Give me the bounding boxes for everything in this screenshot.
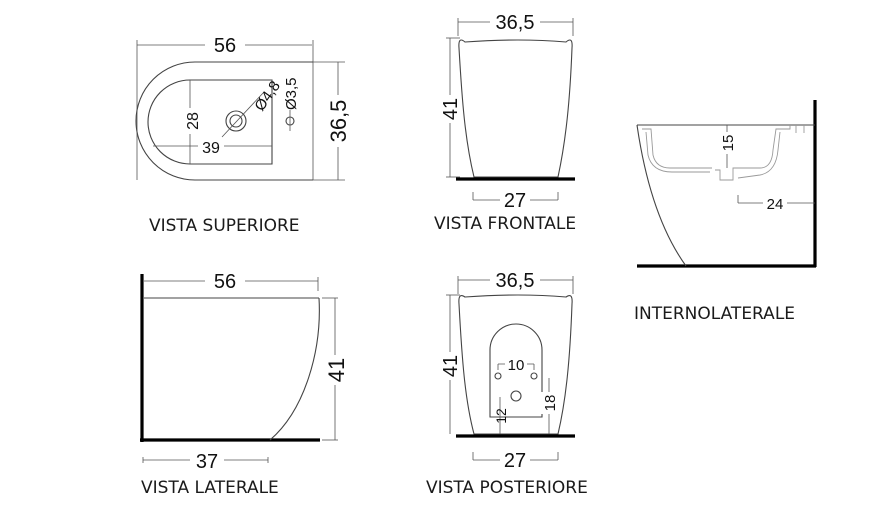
caption-vista-laterale: VISTA LATERALE [141,478,279,498]
dim-bowl-depth-internal: 15 [720,135,737,152]
dim-drain-height: 12 [493,408,509,424]
front-silhouette [458,39,573,178]
fixing-hole-left-icon [494,372,502,380]
dim-rear-top-width: 36,5 [496,270,535,292]
dim-tap-hole: Ø4,8 [251,78,284,114]
dim-base-width: 27 [504,190,526,212]
dim-side-height: 41 [324,358,349,382]
dim-width: 36,5 [326,100,351,143]
rear-opening [489,323,543,418]
view-front: 36,5 41 27 VISTA FRONTALE [434,12,576,234]
view-side: 56 41 37 VISTA LATERALE [140,271,349,498]
dim-drain-to-wall: 24 [767,196,784,213]
dim-rear-height: 41 [440,355,462,377]
drain-hole-rear-icon [510,390,522,402]
dim-bowl-depth: 28 [185,112,202,130]
dim-fixing-height: 18 [542,395,559,412]
rear-silhouette [458,294,573,435]
dim-drain-hole: Ø3,5 [283,77,300,110]
dim-top-width: 36,5 [496,12,535,34]
caption-interno-laterale: INTERNOLATERALE [634,304,795,324]
view-top: 56 36,5 28 39 Ø4,8 Ø3,5 VISTA SUPERIORE [135,35,351,236]
dim-base-length: 37 [196,451,218,473]
dim-fixing-spacing: 10 [508,357,525,374]
view-rear: 36,5 41 10 12 18 27 VISTA POSTERIORE [426,270,588,498]
dim-rear-base-width: 27 [504,450,526,472]
dim-side-length: 56 [214,271,236,293]
fixing-hole-right-icon [530,372,538,380]
tap-hole-icon [225,110,247,132]
dim-bowl-length: 39 [202,140,220,157]
dim-height: 41 [440,98,462,120]
caption-vista-superiore: VISTA SUPERIORE [149,216,300,236]
caption-vista-posteriore: VISTA POSTERIORE [426,478,588,498]
dim-length: 56 [214,35,236,57]
caption-vista-frontale: VISTA FRONTALE [434,214,576,234]
view-internal-side: 15 24 INTERNOLATERALE [634,100,817,324]
